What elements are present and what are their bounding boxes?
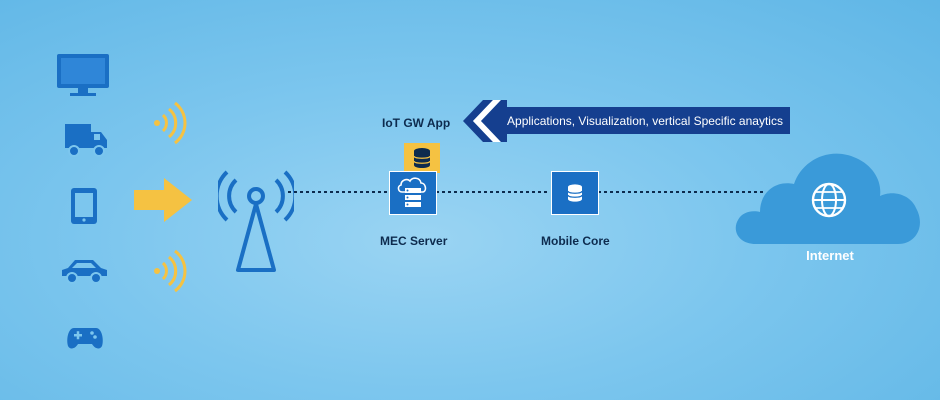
monitor-icon	[57, 54, 109, 96]
globe-icon	[811, 182, 847, 218]
tablet-icon	[71, 188, 97, 224]
database-icon	[567, 184, 583, 202]
car-icon	[62, 260, 107, 284]
cell-tower-icon	[218, 170, 294, 272]
mobile-core-label: Mobile Core	[541, 234, 610, 248]
connection-line	[288, 191, 766, 193]
iot-gw-app-label: IoT GW App	[382, 116, 451, 130]
mec-server-node	[389, 171, 437, 215]
mobile-core-node	[551, 171, 599, 215]
internet-cloud	[735, 153, 920, 244]
banner-text: Applications, Visualization, vertical Sp…	[507, 113, 783, 128]
wireless-signal-icon	[154, 101, 187, 145]
cloud-server-icon	[397, 177, 427, 207]
mec-server-label: MEC Server	[380, 234, 448, 248]
data-flow-arrow	[134, 178, 192, 222]
gamepad-icon	[67, 328, 103, 349]
applications-banner: Applications, Visualization, vertical Sp…	[500, 107, 790, 134]
wireless-signal-icon	[154, 249, 187, 293]
iot-gw-database-icon	[404, 143, 440, 173]
truck-icon	[65, 124, 107, 157]
internet-label: Internet	[806, 248, 854, 263]
